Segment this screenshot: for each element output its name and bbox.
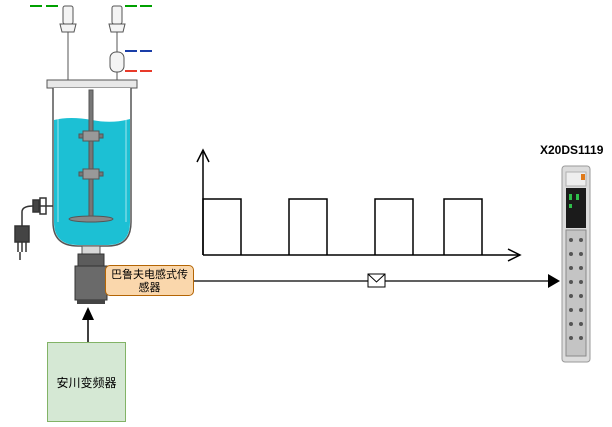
io-module-icon: [561, 165, 591, 363]
envelope-icon: [367, 273, 386, 288]
vfd-arrow: [82, 307, 94, 342]
motor: [74, 253, 108, 304]
pulse-waveform: [196, 148, 522, 262]
sensor-label: 巴鲁夫电感式传感器: [105, 265, 194, 296]
power-plug-icon: [14, 197, 53, 260]
agitator-icon: [68, 89, 114, 223]
signal-stubs: [30, 5, 152, 72]
vfd-box: 安川变频器: [47, 342, 126, 422]
module-title: X20DS1119: [540, 143, 604, 157]
